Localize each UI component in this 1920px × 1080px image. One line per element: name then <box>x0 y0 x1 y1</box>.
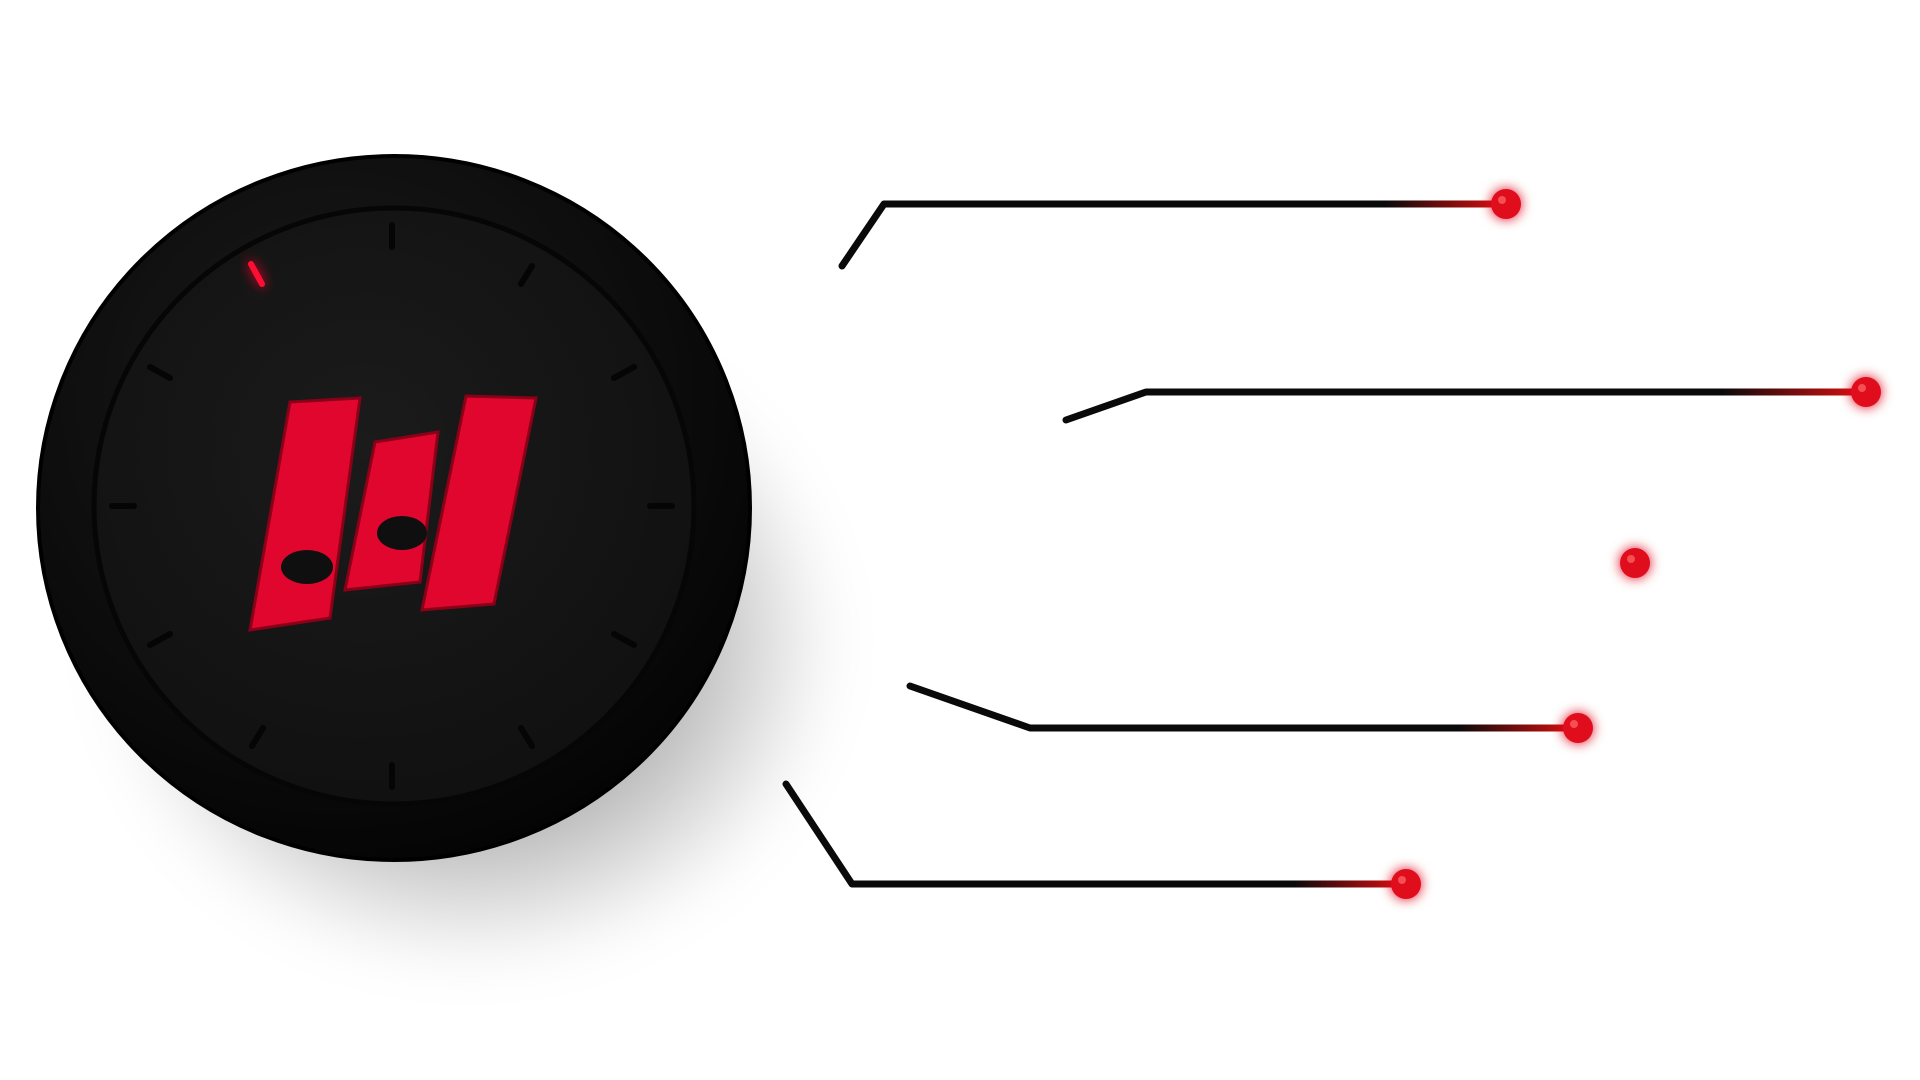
logo-left-bar <box>248 396 362 632</box>
red-indicator-light-icon <box>248 261 265 287</box>
tick-1 <box>518 263 535 287</box>
connector-2 <box>1062 388 1870 424</box>
glowing-node-icon <box>1851 377 1881 407</box>
node-highlight <box>1570 720 1578 728</box>
connector-4 <box>906 682 1582 732</box>
red-bars-music-logo-icon <box>248 394 538 632</box>
tick-8 <box>147 631 173 648</box>
glowing-node-icon <box>1391 869 1421 899</box>
tick-2 <box>611 364 637 381</box>
connector-5 <box>782 780 1410 888</box>
glowing-node-icon <box>1620 548 1650 578</box>
node-highlight <box>1398 876 1406 884</box>
node-highlight <box>1627 555 1635 563</box>
tick-5 <box>518 725 535 749</box>
glowing-node-icon <box>1491 189 1521 219</box>
tick-10 <box>147 364 173 381</box>
dial-bezel-edge <box>36 154 752 862</box>
node-highlight <box>1498 196 1506 204</box>
tick-marks <box>109 222 675 790</box>
tick-4 <box>611 631 637 648</box>
logo-right-bar <box>420 394 538 612</box>
connector-lines <box>782 200 1870 888</box>
logo-note-head-left <box>281 550 333 584</box>
tick-7 <box>249 725 266 749</box>
logo-note-head-right <box>377 516 427 550</box>
logo-middle-bar <box>343 430 440 592</box>
node-highlight <box>1858 384 1866 392</box>
connector-node-highlights <box>1398 196 1866 884</box>
connector-1 <box>838 200 1510 270</box>
glowing-node-icon <box>1563 713 1593 743</box>
connector-nodes <box>1391 189 1881 899</box>
